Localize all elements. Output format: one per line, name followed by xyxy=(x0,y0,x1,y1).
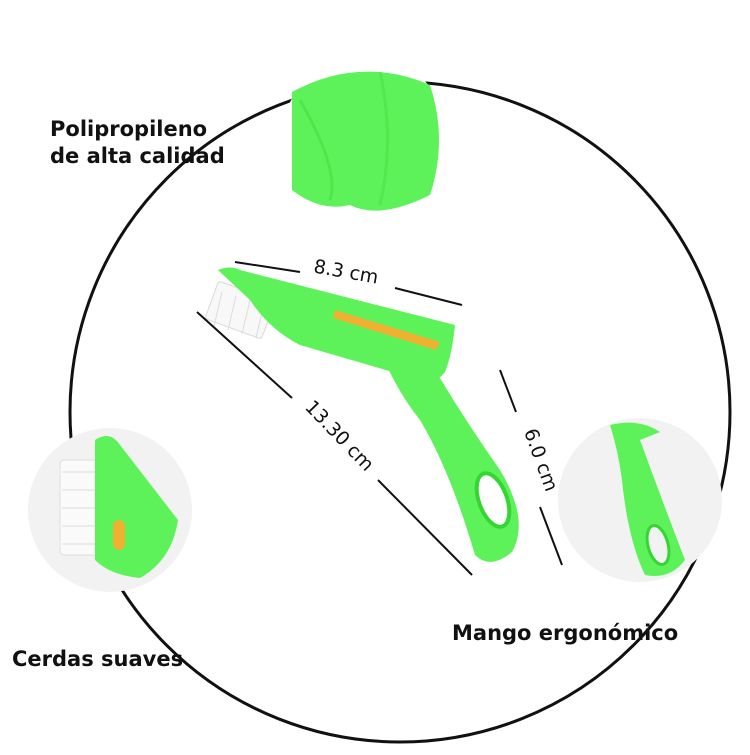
handle-detail-circle xyxy=(558,418,722,582)
material-detail-circle xyxy=(281,56,449,224)
material-label-line1: Polipropileno xyxy=(50,117,208,141)
toothbrush-image xyxy=(205,267,519,562)
bristles-detail-circle xyxy=(28,428,192,592)
handle-label: Mango ergonómico xyxy=(452,621,679,645)
dimension-height-label: 6.0 cm xyxy=(519,426,562,495)
material-label: Polipropileno de alta calidad xyxy=(50,116,225,171)
material-label-line2: de alta calidad xyxy=(50,144,225,169)
dimension-length-label: 13.30 cm xyxy=(300,396,378,476)
bristles-label: Cerdas suaves xyxy=(12,647,184,671)
dimension-width-label: 8.3 cm xyxy=(312,256,380,289)
